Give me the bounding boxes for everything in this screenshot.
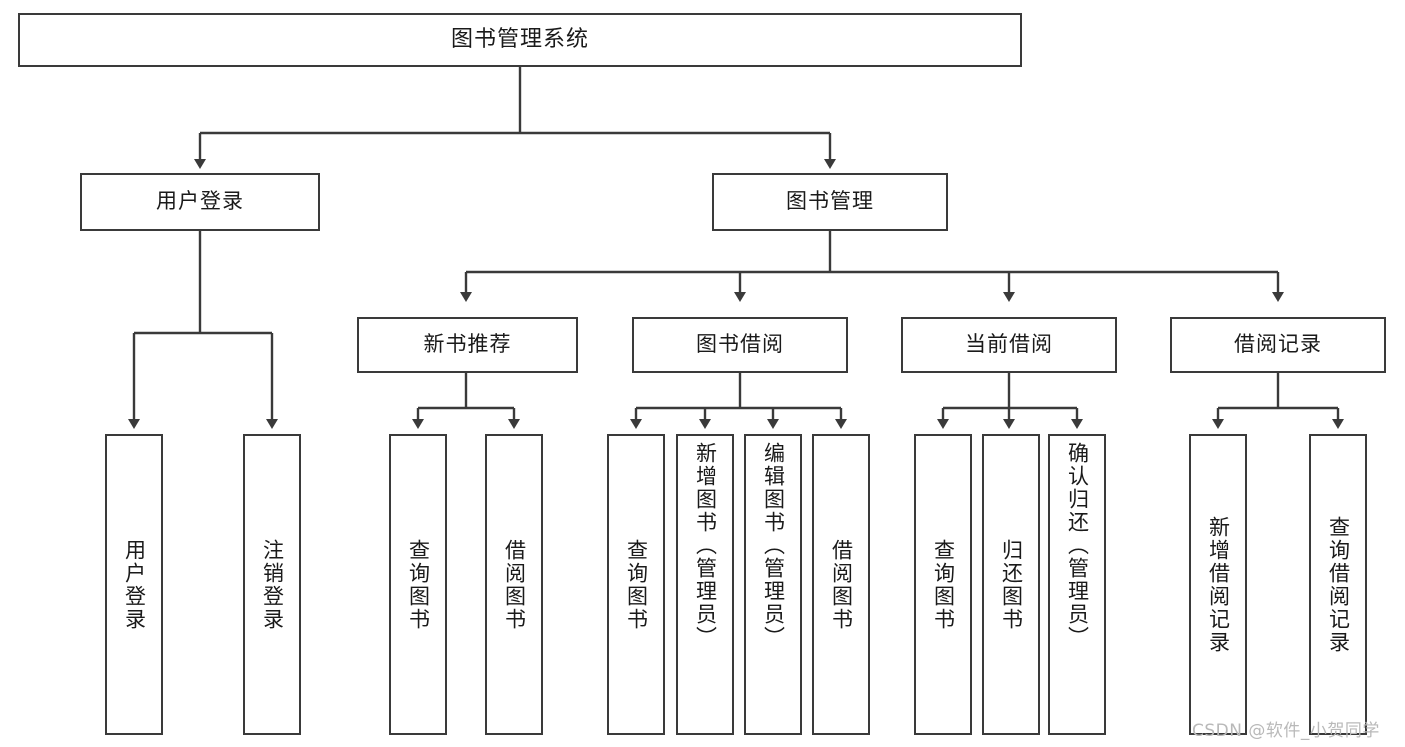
node-current-borrow-label: 当前借阅 [965,332,1053,357]
leaf-borrow-book-1[interactable]: 借阅图书 [485,434,543,735]
leaf-return-book-label: 归还图书 [999,538,1024,631]
leaf-query-record[interactable]: 查询借阅记录 [1309,434,1367,735]
node-current-borrow[interactable]: 当前借阅 [901,317,1117,373]
node-borrow-record-label: 借阅记录 [1234,332,1322,357]
leaf-query-book-2[interactable]: 查询图书 [607,434,665,735]
node-borrow-record[interactable]: 借阅记录 [1170,317,1386,373]
node-user-login-label: 用户登录 [156,189,244,214]
leaf-query-book-2-label: 查询图书 [624,538,649,631]
watermark: CSDN @软件_小贺同学 [1192,721,1380,741]
leaf-user-logout[interactable]: 注销登录 [243,434,301,735]
leaf-borrow-book-2-label: 借阅图书 [829,538,854,631]
leaf-add-record-label: 新增借阅记录 [1206,515,1231,654]
node-book-manage-label: 图书管理 [786,189,874,214]
leaf-borrow-book-2[interactable]: 借阅图书 [812,434,870,735]
node-book-borrow-label: 图书借阅 [696,332,784,357]
leaf-user-logout-label: 注销登录 [260,538,285,631]
node-book-manage[interactable]: 图书管理 [712,173,948,231]
leaf-borrow-book-1-label: 借阅图书 [502,538,527,631]
node-root-label: 图书管理系统 [450,26,589,52]
leaf-confirm-return[interactable]: 确认归还（管理员） [1048,434,1106,735]
leaf-edit-book[interactable]: 编辑图书（管理员） [744,434,802,735]
node-new-book-rec[interactable]: 新书推荐 [357,317,578,373]
node-book-borrow[interactable]: 图书借阅 [632,317,848,373]
leaf-add-book[interactable]: 新增图书（管理员） [676,434,734,735]
node-user-login[interactable]: 用户登录 [80,173,320,231]
leaf-add-record[interactable]: 新增借阅记录 [1189,434,1247,735]
leaf-query-record-label: 查询借阅记录 [1326,515,1351,654]
node-new-book-rec-label: 新书推荐 [423,332,512,357]
leaf-edit-book-label: 编辑图书（管理员） [761,442,786,649]
leaf-add-book-label: 新增图书（管理员） [693,442,718,649]
leaf-query-book-1[interactable]: 查询图书 [389,434,447,735]
leaf-query-book-3[interactable]: 查询图书 [914,434,972,735]
leaf-query-book-3-label: 查询图书 [931,538,956,631]
leaf-user-login[interactable]: 用户登录 [105,434,163,735]
leaf-return-book[interactable]: 归还图书 [982,434,1040,735]
leaf-user-login-label: 用户登录 [122,538,147,631]
leaf-confirm-return-label: 确认归还（管理员） [1065,442,1090,649]
leaf-query-book-1-label: 查询图书 [406,538,431,631]
node-root[interactable]: 图书管理系统 [18,13,1022,67]
